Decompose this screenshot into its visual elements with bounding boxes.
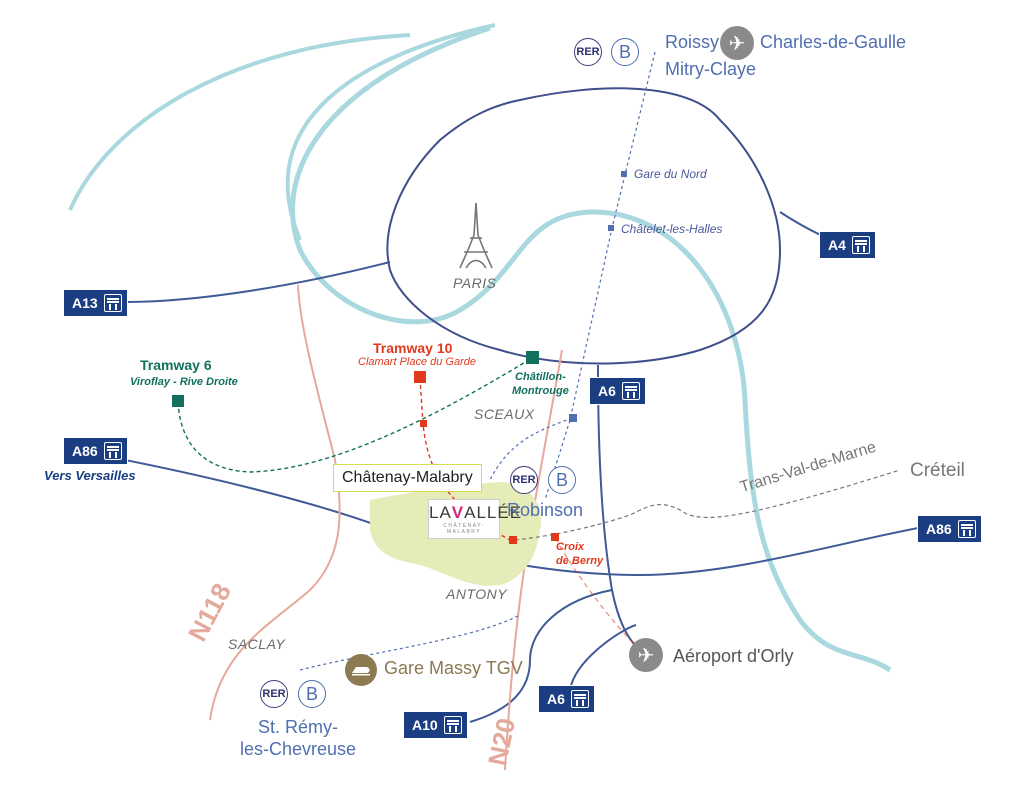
highway-icon [570, 690, 589, 708]
logo-text-v: V [451, 503, 465, 522]
paris-label: PARIS [453, 275, 497, 291]
rer-badge-robinson: RER [510, 466, 538, 494]
tram6-terminal [172, 395, 184, 407]
chatillon-label: Châtillon- Montrouge [512, 371, 569, 397]
road-a13 [124, 261, 391, 303]
highway-a4-label: A4 [828, 237, 846, 253]
gare-du-nord-label: Gare du Nord [634, 167, 707, 181]
rer-b-line [544, 51, 656, 501]
highway-a10: A10 [403, 711, 468, 739]
st-remy-label: St. Rémy- les-Chevreuse [240, 717, 357, 759]
tram10-sub: Clamart Place du Garde [358, 356, 476, 368]
tram10-orly [554, 537, 641, 651]
station-marker-chatelet [608, 225, 614, 231]
highway-a86-west: A86 [63, 437, 128, 465]
road-a6-s [569, 624, 637, 691]
highway-icon [103, 294, 122, 312]
logo-text-a: LA [429, 503, 452, 522]
highway-icon [103, 442, 122, 460]
road-a10 [469, 589, 613, 723]
chatenay-label: Châtenay-Malabry [333, 464, 482, 492]
vers-versailles-label: Vers Versailles [44, 468, 136, 483]
mitry-label: Mitry-Claye [665, 59, 757, 79]
line-b-badge-st-remy: B [298, 680, 326, 708]
highway-a4: A4 [819, 231, 876, 259]
tvm-line [514, 469, 901, 541]
highway-a13-label: A13 [72, 295, 98, 311]
la-vallee-logo: LAVALLÉE CHÂTENAY-MALABRY [428, 499, 521, 539]
highway-a86-east: A86 [917, 515, 982, 543]
highway-a6-south: A6 [538, 685, 595, 713]
tram10-stop-chatenay [509, 536, 517, 544]
rer-badge-roissy: RER [574, 38, 602, 66]
tram6-sub: Viroflay - Rive Droite [130, 376, 238, 388]
highway-a6-north: A6 [589, 377, 646, 405]
highway-a6-north-label: A6 [598, 383, 616, 399]
rer-b-sceaux [489, 417, 573, 481]
chatelet-label: Châtelet-les-Halles [621, 222, 723, 236]
rer-badge-st-remy: RER [260, 680, 288, 708]
rer-b-branch [299, 614, 521, 671]
cdg-label: Charles-de-Gaulle [760, 32, 907, 52]
seine-loop-west [285, 23, 496, 241]
croix-de-berny-label: Croix de Berny [556, 541, 604, 567]
logo-text-b: ALLÉE [464, 503, 523, 522]
highway-a13: A13 [63, 289, 128, 317]
tram-chatillon [526, 351, 539, 364]
eiffel-tower-icon [459, 202, 493, 269]
tram10-stop [420, 420, 427, 427]
highway-icon [851, 236, 870, 254]
tram6-name: Tramway 6 [140, 357, 212, 373]
antony-label: ANTONY [446, 586, 508, 602]
station-marker-croix-de-berny [551, 533, 559, 541]
orly-label: Aéroport d'Orly [673, 646, 794, 666]
highway-a86-east-label: A86 [926, 521, 952, 537]
seine-far-left [68, 33, 411, 211]
highway-a86-west-label: A86 [72, 443, 98, 459]
road-a6-n [597, 364, 641, 651]
airplane-icon: ✈ [720, 26, 754, 60]
station-marker-gare-du-nord [621, 171, 627, 177]
road-n118 [209, 284, 341, 721]
robinson-label: Robinson [507, 500, 584, 520]
tram10-terminal [414, 371, 426, 383]
tram10-name: Tramway 10 [373, 340, 453, 356]
line-b-badge-roissy: B [611, 38, 639, 66]
logo-subtitle: CHÂTENAY-MALABRY [443, 523, 485, 535]
creteil-label: Créteil [910, 460, 965, 481]
highway-a6-south-label: A6 [547, 691, 565, 707]
sceaux-label: SCEAUX [474, 406, 535, 422]
airplane-icon-orly: ✈ [629, 638, 663, 672]
highway-icon [621, 382, 640, 400]
periph-ring [386, 87, 782, 365]
highway-a10-label: A10 [412, 717, 438, 733]
roissy-label: Roissy [665, 32, 720, 52]
highway-icon [443, 716, 462, 734]
highway-icon [957, 520, 976, 538]
gare-massy-label: Gare Massy TGV [384, 658, 523, 678]
line-b-badge-robinson: B [548, 466, 576, 494]
tgv-train-icon [345, 654, 377, 686]
station-marker-sceaux [569, 414, 577, 422]
road-n20 [504, 349, 563, 771]
saclay-label: SACLAY [228, 636, 286, 652]
